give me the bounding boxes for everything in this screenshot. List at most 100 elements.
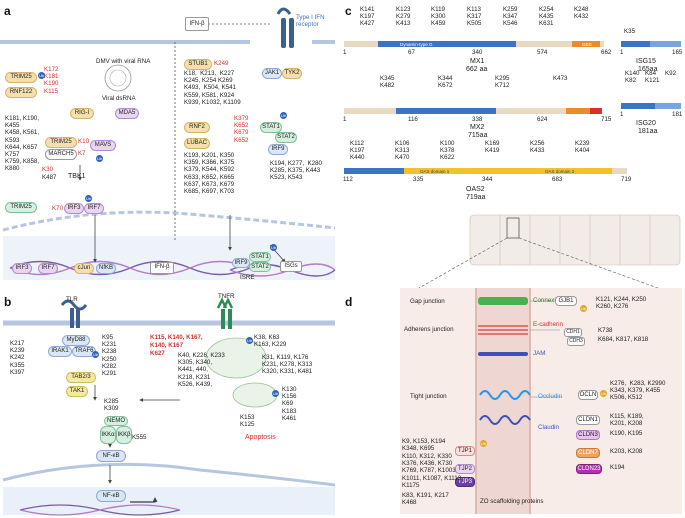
tnfr-lysines-3: K40, K226, K233 K305, K340, K441, 440, K… bbox=[178, 352, 225, 388]
irf3-k70: K70 bbox=[52, 205, 64, 212]
mavs-lys-k10: K10 bbox=[78, 138, 90, 145]
ecadherin-label: E-cadherin bbox=[533, 321, 563, 328]
lysine-site: K546 bbox=[503, 20, 518, 27]
lysine-site: K119 bbox=[431, 6, 445, 13]
tjp2-lysines: K110, K312, K330 K376, K436, K730 K769, … bbox=[402, 453, 462, 489]
isg20-name: ISG20 bbox=[636, 120, 656, 127]
ub-marker: Ub bbox=[280, 112, 287, 119]
lysine-site: K413 bbox=[396, 20, 411, 27]
lysine-site: K197 bbox=[360, 13, 375, 20]
tak1-box: TAK1 bbox=[66, 386, 88, 397]
nemo-k555: K555 bbox=[132, 434, 147, 441]
panel-label-c: c bbox=[345, 4, 352, 18]
lysine-site: K419 bbox=[485, 147, 500, 154]
ruler-tick: 1 bbox=[620, 111, 624, 118]
lysine-site: K295 bbox=[495, 75, 510, 82]
mx2-length: 715aa bbox=[468, 132, 488, 139]
apoptosis-label: Apoptosis bbox=[245, 434, 276, 441]
lysine-site: K435 bbox=[539, 13, 554, 20]
cdh3-box: CDH3 bbox=[567, 337, 585, 346]
mx1-name: MX1 bbox=[470, 58, 485, 65]
mavs-box: MAVS bbox=[90, 140, 116, 151]
stub1-k249: K249 bbox=[214, 60, 229, 67]
ub-marker: Ub bbox=[270, 244, 277, 251]
ruler-tick: 624 bbox=[537, 116, 548, 123]
cdh1-box: CDH1 bbox=[564, 328, 582, 337]
zo-label: ZO scaffolding proteins bbox=[480, 498, 544, 505]
lubac-box: LUBAC bbox=[184, 138, 210, 149]
mx2-name: MX2 bbox=[470, 124, 485, 131]
lysine-site: K123 bbox=[396, 6, 411, 13]
lysine-site: K470 bbox=[395, 154, 410, 161]
mx1-length: 662 aa bbox=[466, 66, 488, 73]
irak1-box: IRAK1 bbox=[48, 346, 72, 357]
lysine-site: K300 bbox=[431, 13, 446, 20]
lysine-site: K100 bbox=[440, 140, 455, 147]
traf6-lysines: K95 K231 K238 K250 K282 K291 bbox=[102, 334, 117, 378]
connexin-label: Connexin bbox=[533, 297, 560, 304]
lysine-site: K92 bbox=[665, 70, 677, 77]
irak1-lysines: K217 K239 K242 K355 K397 bbox=[10, 340, 25, 376]
stat2-lysines: K194, K277, K280 K285, K375, K443 K523, … bbox=[270, 160, 322, 182]
lysine-site: K482 bbox=[380, 82, 395, 89]
trim25-lysines: K172 K181 K190 bbox=[44, 66, 59, 88]
gjb1-lysines: K121, K244, K250 K260, K276 bbox=[596, 296, 647, 311]
lysine-site: K433 bbox=[530, 147, 545, 154]
ruler-tick: 1 bbox=[620, 49, 624, 56]
lysine-site: K404 bbox=[575, 147, 590, 154]
ub-marker: Ub bbox=[272, 390, 279, 397]
cldn7-box: CLDN7 bbox=[576, 448, 600, 458]
ruler-tick: 1 bbox=[343, 49, 347, 56]
nuclear-stat1: STAT1 bbox=[249, 252, 271, 262]
lysine-site: K672 bbox=[438, 82, 453, 89]
cldn1-lysines: K115, K189, K201, K208 bbox=[610, 413, 644, 428]
tbk1-label: TBK1 bbox=[68, 173, 86, 180]
oas2-domain2: OAS domain 2 bbox=[545, 169, 575, 174]
lysine-site: K712 bbox=[495, 82, 510, 89]
cldn23-box: CLDN23 bbox=[576, 464, 602, 474]
nemo-lysines: K285 K309 bbox=[104, 398, 119, 413]
nfkb-box: NfKB bbox=[96, 263, 116, 274]
irf9-box: IRF9 bbox=[268, 144, 288, 155]
lysine-site: K345 bbox=[380, 75, 395, 82]
lysine-site: K259 bbox=[503, 6, 518, 13]
panel-label-d: d bbox=[345, 295, 353, 309]
nfkb-cytoplasm: NF-κB bbox=[96, 450, 126, 462]
stub1-box: STUB1 bbox=[184, 59, 212, 70]
stat1-box: STAT1 bbox=[260, 122, 282, 133]
ruler-tick: 181 bbox=[672, 111, 683, 118]
lysine-site: K197 bbox=[350, 147, 365, 154]
cldn3-lysines: K190, K195 bbox=[610, 430, 643, 437]
lysine-site: K473 bbox=[553, 75, 568, 82]
cjun-box: cJun bbox=[74, 263, 94, 274]
lysine-site: K344 bbox=[438, 75, 453, 82]
lysine-site: K248 bbox=[574, 6, 589, 13]
ruler-tick: 338 bbox=[472, 116, 483, 123]
ocln-box: OCLN bbox=[578, 390, 598, 400]
rigi-box: RIG-I bbox=[70, 108, 94, 119]
nuclear-stat2: STAT2 bbox=[249, 262, 271, 272]
mx1-ged: GED bbox=[582, 42, 592, 47]
tab23-box: TAB2/3 bbox=[66, 372, 96, 383]
trim25-irf3-box: TRIM25 bbox=[5, 202, 37, 213]
march5-box: MARCH5 bbox=[45, 149, 77, 160]
jak1-lysines: K18, K213, K227 K245, K254 K269 K493, K5… bbox=[184, 70, 241, 106]
tjp1-box: TJP1 bbox=[455, 446, 475, 456]
isg15-lysine: K35 bbox=[624, 28, 636, 35]
lysine-site: K140 bbox=[625, 70, 640, 77]
ub-marker: Ub bbox=[38, 72, 45, 79]
tjp3-lysines: K83, K191, K217 K468 bbox=[402, 492, 449, 507]
cldn23-lysines: K194 bbox=[610, 464, 625, 471]
lysine-site: K169 bbox=[485, 140, 500, 147]
mda5-box: MDA5 bbox=[115, 108, 139, 119]
ocln-lysines: K276, K283, K2990 K343, K379, K455 K506,… bbox=[610, 380, 666, 402]
lysine-site: K631 bbox=[539, 20, 554, 27]
oas2-domain1: OAS domain 1 bbox=[420, 169, 450, 174]
lysine-site: K141 bbox=[360, 6, 375, 13]
irf3-box: IRF3 bbox=[64, 203, 84, 214]
trim25-mavs-box: TRIM25 bbox=[45, 137, 77, 148]
